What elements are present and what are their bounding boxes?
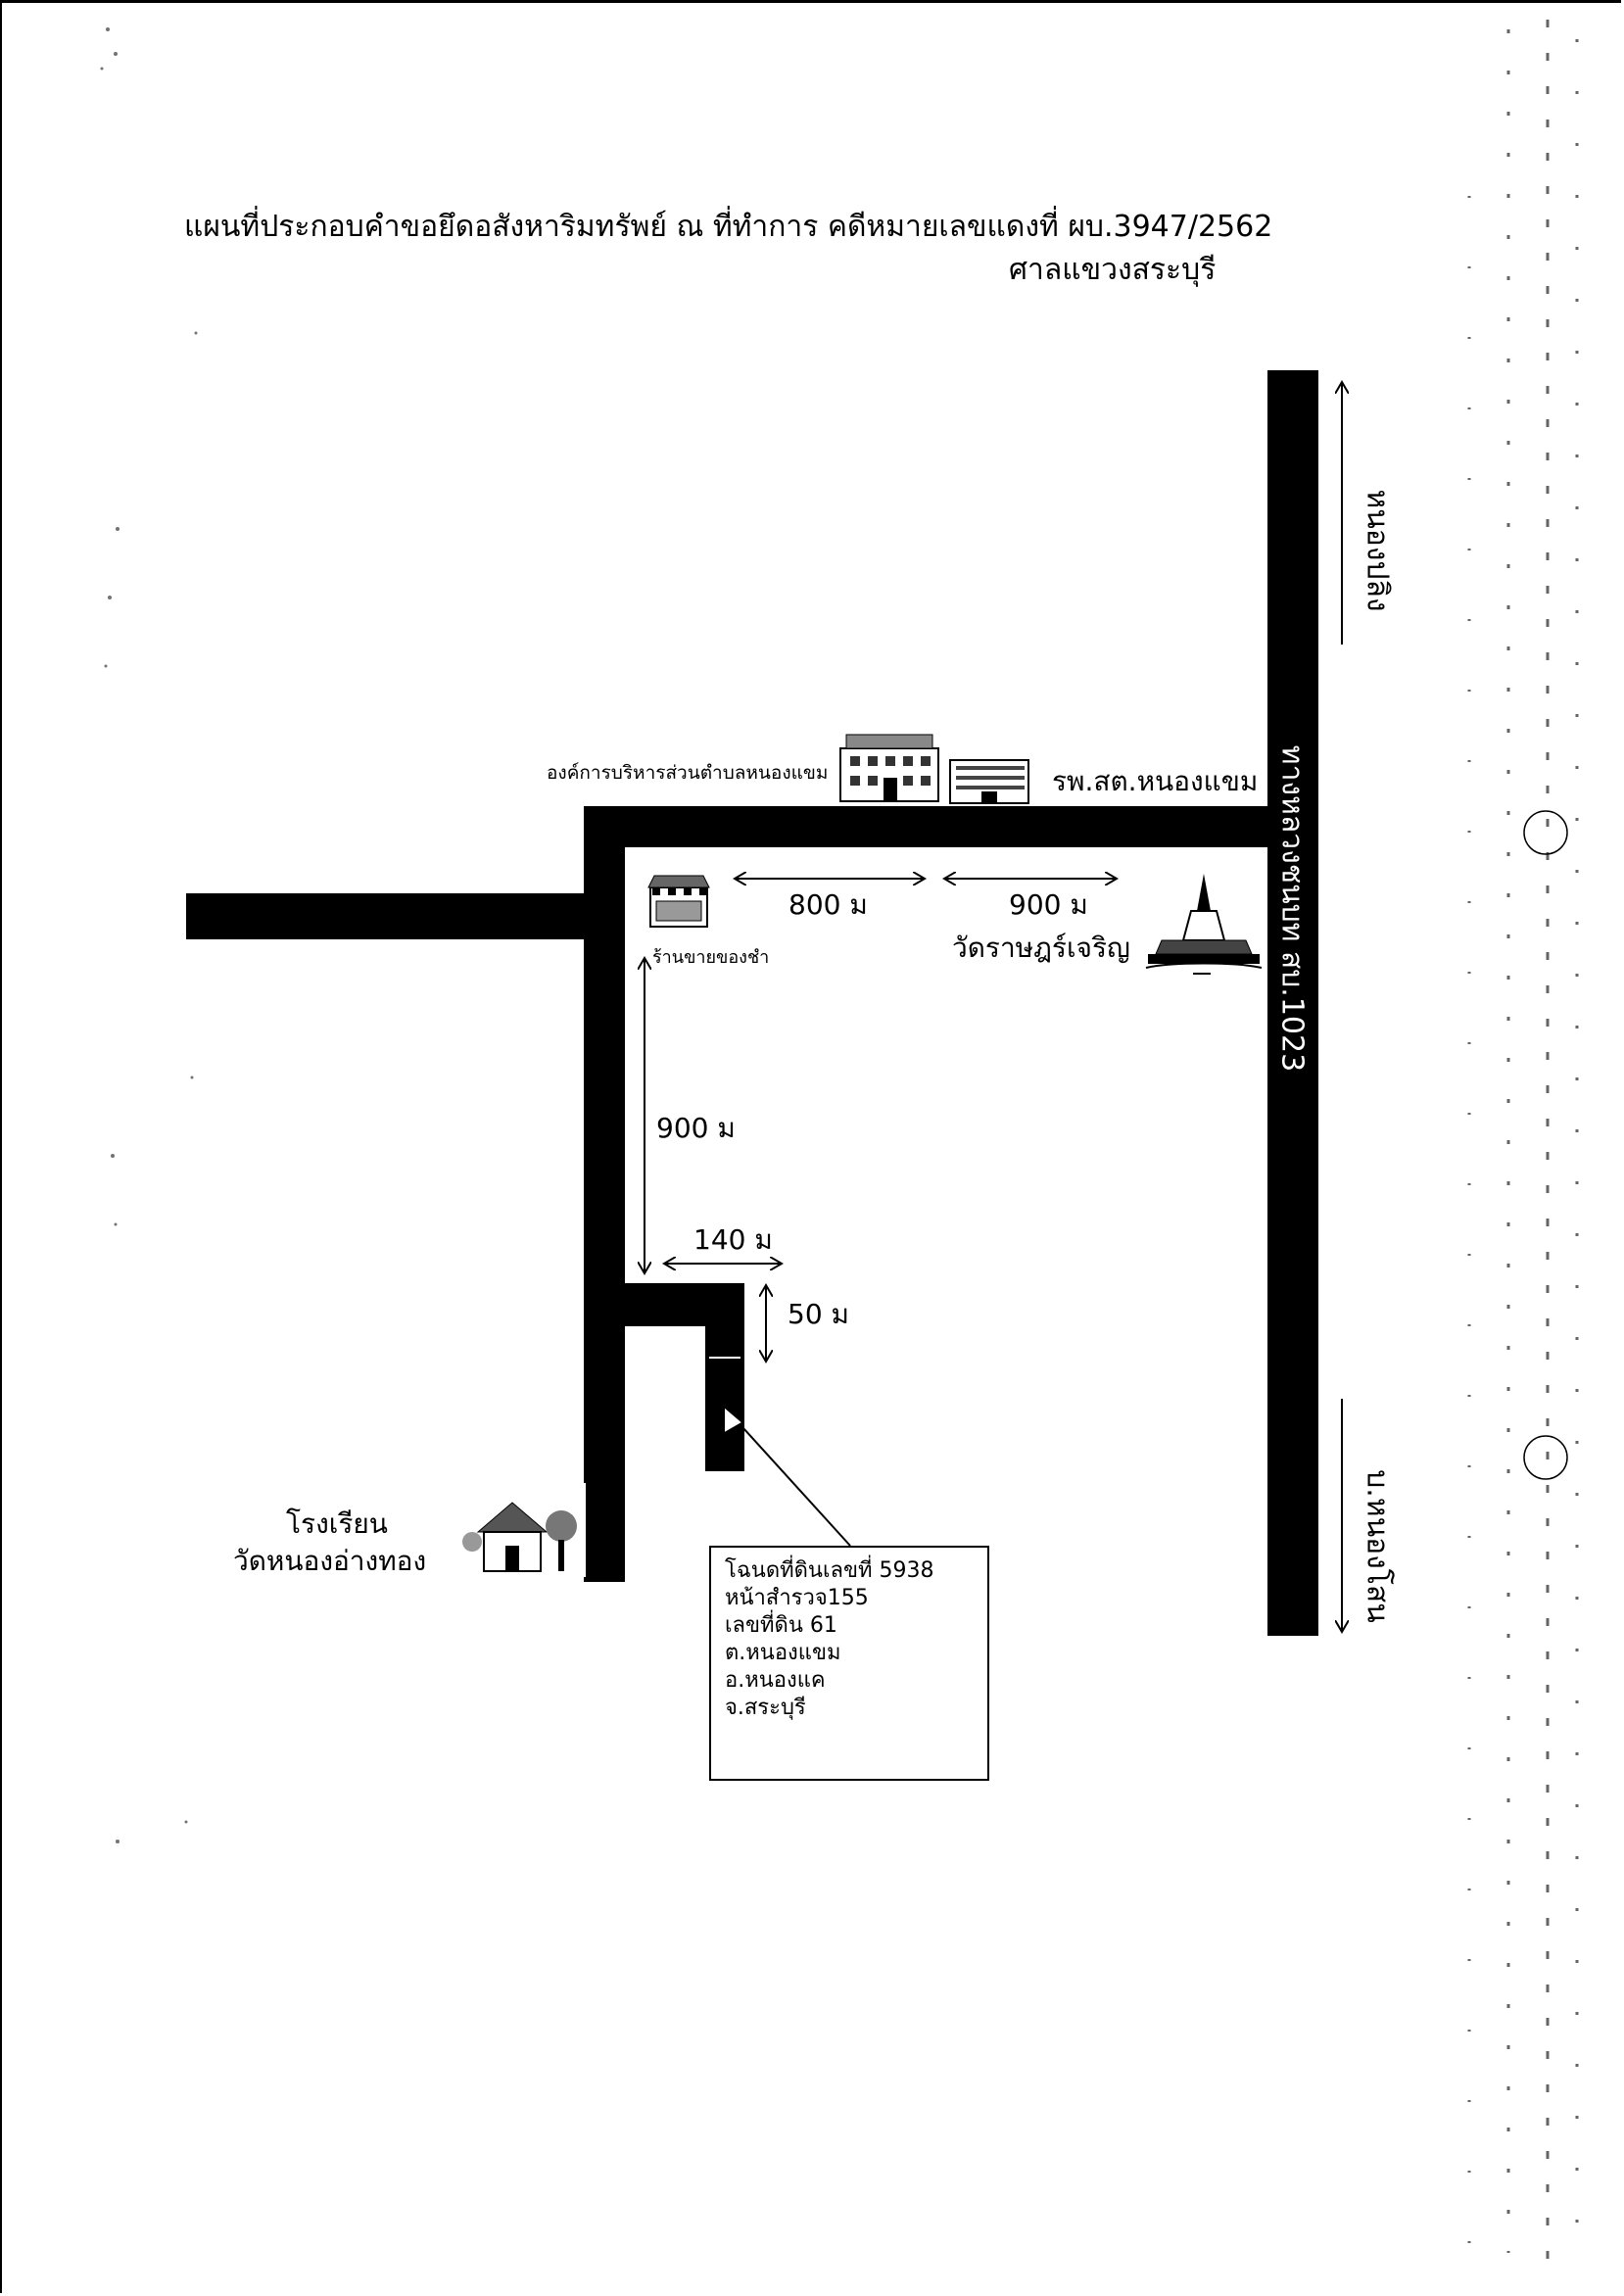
distance-50-label: 50 ม <box>788 1298 849 1330</box>
map-title: แผนที่ประกอบคำขอยึดอสังหาริมทรัพย์ ณ ที่… <box>184 210 1273 244</box>
highway-road <box>1267 370 1318 1636</box>
distance-140-label: 140 ม <box>693 1223 773 1256</box>
deed-land-number: เลขที่ดิน 61 <box>725 1613 837 1638</box>
land-deed-info-box: โฉนดที่ดินเลขที่ 5938 หน้าสำรวจ155 เลขที… <box>709 1546 989 1781</box>
deed-subdistrict: ต.หนองแขม <box>725 1641 841 1665</box>
spur-road <box>623 1283 744 1326</box>
shop-icon <box>647 875 710 928</box>
distance-900-south-label: 900 ม <box>656 1112 736 1144</box>
court-name: ศาลแขวงสระบุรี <box>1009 253 1217 287</box>
village-road <box>584 806 625 1582</box>
hospital-label: รพ.สต.หนองแขม <box>1052 765 1259 797</box>
west-road <box>186 893 597 939</box>
deed-pointer-line <box>732 1415 851 1547</box>
shop-label: ร้านขายของชำ <box>652 947 770 968</box>
hospital-icon <box>949 759 1029 804</box>
connector-road <box>584 806 1269 847</box>
land-parcel-marker-icon <box>725 1408 741 1432</box>
deed-province: จ.สระบุรี <box>725 1696 806 1720</box>
school-label-line2: วัดหนองอ่างทอง <box>233 1545 427 1577</box>
sao-label: องค์การบริหารส่วนตำบลหนองแขม <box>547 762 829 784</box>
temple-icon <box>1145 874 1263 975</box>
government-building-icon <box>839 734 939 802</box>
deed-survey-page: หน้าสำรวจ155 <box>725 1586 869 1610</box>
deed-district: อ.หนองแค <box>725 1668 826 1693</box>
school-label-line1: โรงเรียน <box>286 1507 388 1540</box>
land-plot-road <box>705 1326 744 1471</box>
school-icon <box>458 1483 586 1577</box>
distance-800-label: 800 ม <box>788 888 868 921</box>
distance-900-east-label: 900 ม <box>1009 888 1088 921</box>
temple-label: วัดราษฎร์เจริญ <box>952 932 1130 964</box>
deed-number: โฉนดที่ดินเลขที่ 5938 <box>725 1558 934 1583</box>
